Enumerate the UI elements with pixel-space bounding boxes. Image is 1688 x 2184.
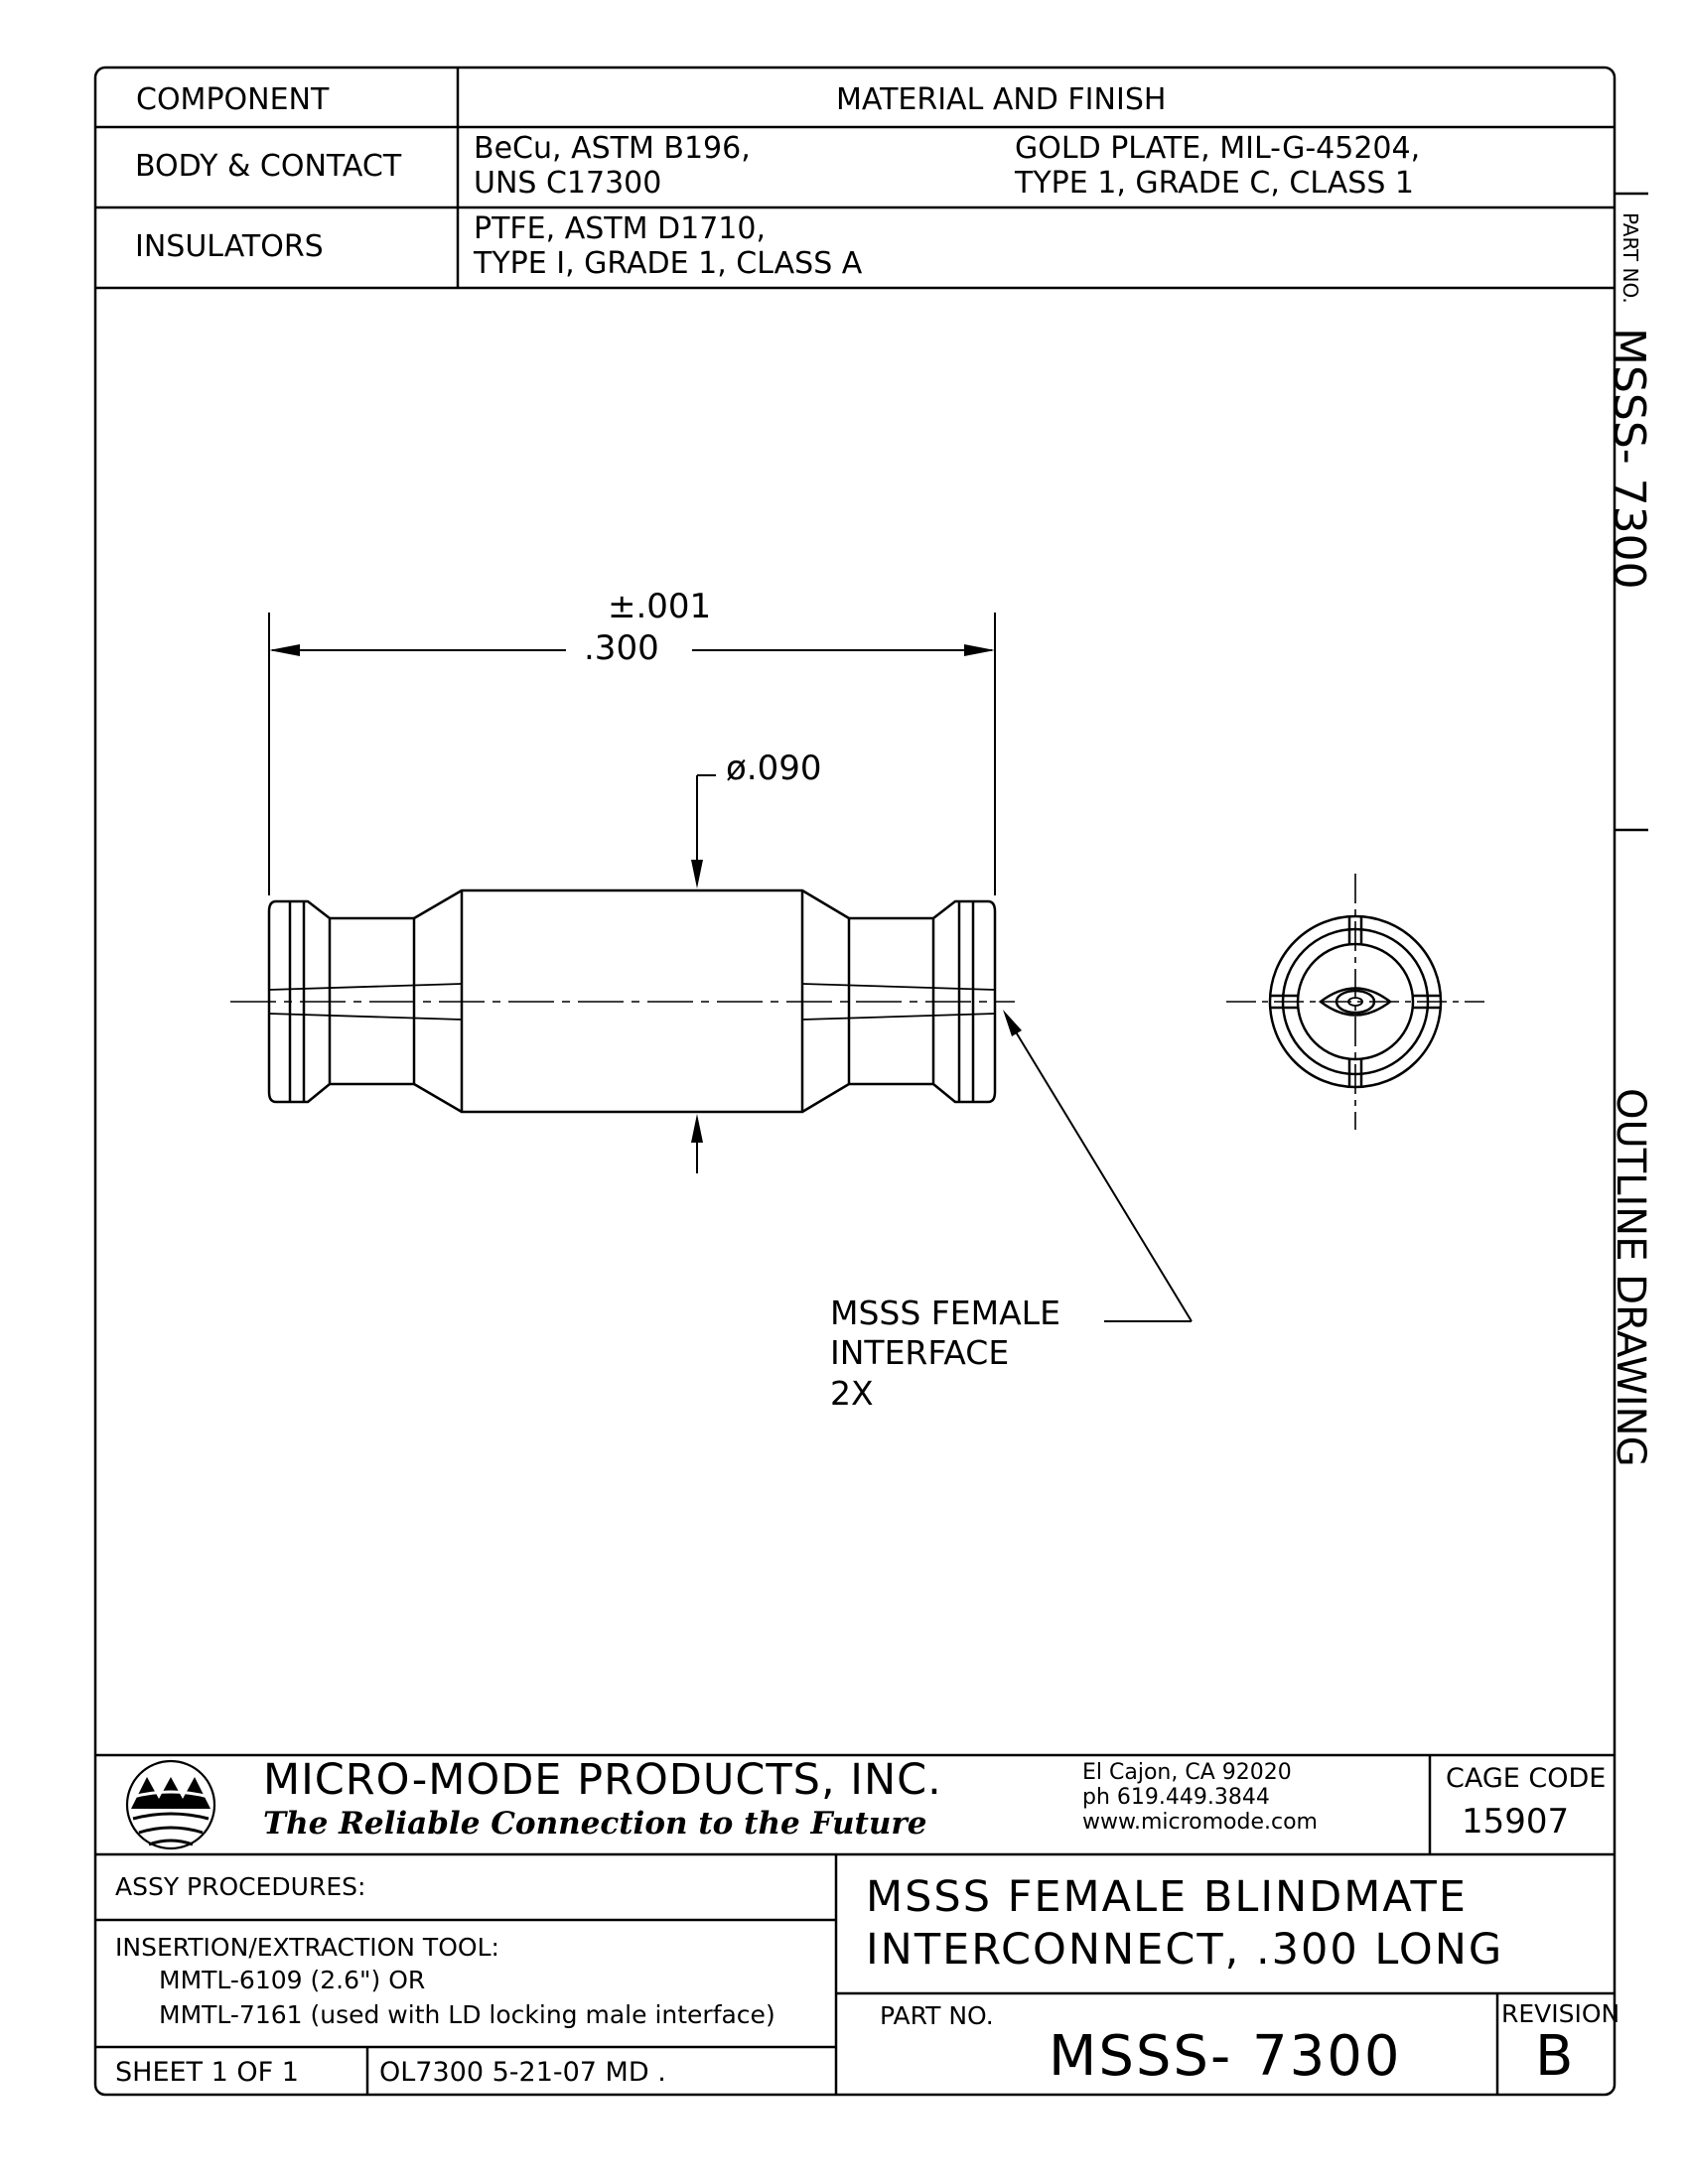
tool-label: INSERTION/EXTRACTION TOOL: [115,1933,499,1962]
component-body-contact: BODY & CONTACT [135,149,402,184]
length-dimension [268,613,996,895]
side-part-no-label: PART NO. [1618,212,1642,304]
diameter-label: ø.090 [726,749,822,788]
end-view-centerlines [1226,874,1484,1130]
drawing-title-line2: INTERCONNECT, .300 LONG [866,1925,1504,1975]
assy-procedures-label: ASSY PROCEDURES: [115,1872,366,1901]
sheet-border [93,66,1617,2097]
cage-code-value: 15907 [1462,1802,1570,1842]
part-no-label: PART NO. [880,2001,994,2030]
company-slogan: The Reliable Connection to the Future [263,1806,927,1842]
length-tolerance-label: ±.001 [608,587,712,626]
drawing-title-line1: MSSS FEMALE BLINDMATE [866,1872,1468,1922]
callout-line1: MSSS FEMALE [830,1294,1060,1332]
side-drawing-type: OUTLINE DRAWING [1608,1088,1653,1467]
cage-code-label: CAGE CODE [1446,1763,1607,1794]
diameter-dimension [691,774,716,1173]
component-insulators: INSULATORS [135,229,324,264]
material-body-line2: UNS C17300 [474,166,662,201]
company-logo [125,1759,216,1850]
tool-option-2: MMTL-7161 (used with LD locking male int… [159,2000,775,2029]
address-line3: www.micromode.com [1082,1810,1318,1835]
material-body-line1: BeCu, ASTM B196, [474,131,751,166]
sheet-number: SHEET 1 OF 1 [115,2057,299,2088]
material-insulators-line1: PTFE, ASTM D1710, [474,211,766,246]
side-part-number: MSSS- 7300 [1604,328,1654,590]
part-number: MSSS- 7300 [1049,2024,1402,2089]
length-label: .300 [584,628,659,668]
tool-option-1: MMTL-6109 (2.6") OR [159,1966,426,1994]
address-line1: El Cajon, CA 92020 [1082,1760,1292,1785]
drawing-reference: OL7300 5-21-07 MD . [379,2057,666,2088]
revision-label: REVISION [1501,1999,1620,2028]
interface-callout-leader [1003,1010,1193,1322]
material-insulators-line2: TYPE I, GRADE 1, CLASS A [474,246,863,281]
table-header-material: MATERIAL AND FINISH [836,82,1167,117]
finish-body-line2: TYPE 1, GRADE C, CLASS 1 [1015,166,1414,201]
company-name: MICRO-MODE PRODUCTS, INC. [263,1755,942,1805]
table-header-component: COMPONENT [136,82,330,117]
revision-value: B [1535,2024,1574,2089]
finish-body-line1: GOLD PLATE, MIL-G-45204, [1015,131,1421,166]
callout-line3: 2X [830,1374,874,1413]
callout-line2: INTERFACE [830,1333,1010,1372]
address-line2: ph 619.449.3844 [1082,1785,1270,1810]
